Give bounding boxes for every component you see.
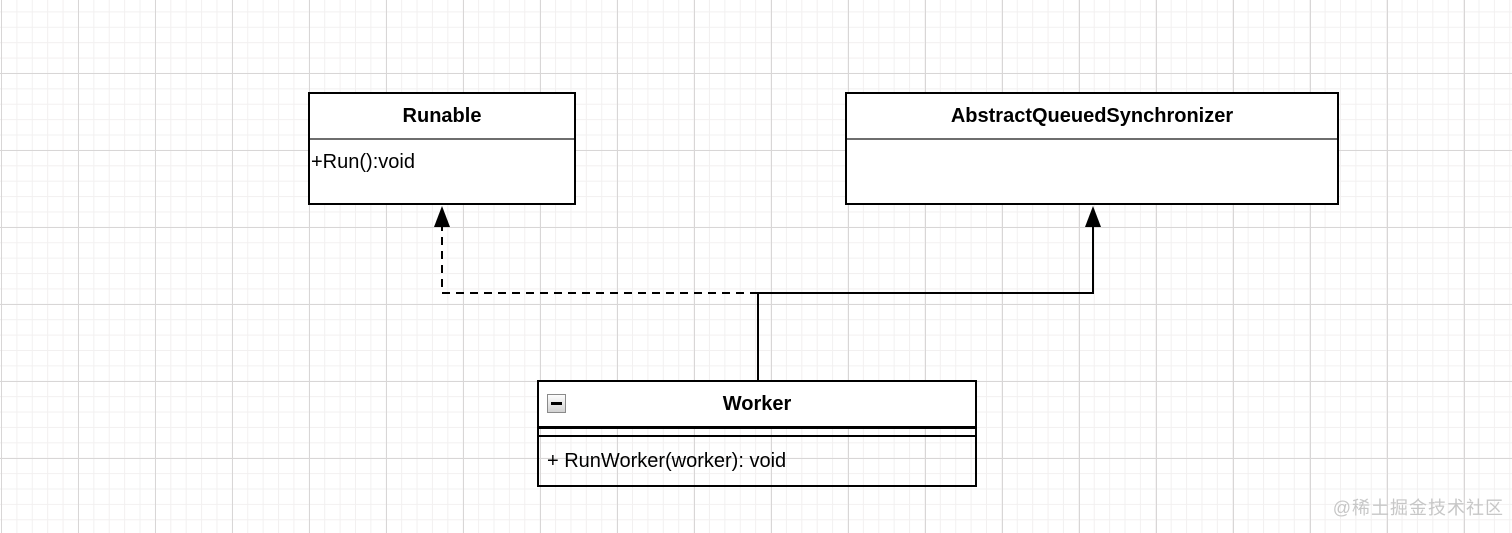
- realization-arrowhead-icon: [434, 206, 450, 227]
- class-title-runable: Runable: [310, 94, 574, 140]
- generalization-arrowhead-icon: [1085, 206, 1101, 227]
- class-box-worker[interactable]: Worker + RunWorker(worker): void: [537, 380, 977, 487]
- class-member-runworker-method: + RunWorker(worker): void: [547, 450, 787, 472]
- realization-edge-line: [441, 220, 758, 294]
- watermark: @稀土掘金技术社区: [1332, 498, 1504, 518]
- generalization-edge-worker-to-aqs[interactable]: [757, 206, 1101, 380]
- class-box-abstract-queued-synchronizer[interactable]: AbstractQueuedSynchronizer: [845, 92, 1339, 205]
- class-member-run-method: +Run():void: [311, 151, 415, 173]
- class-title-worker: Worker: [722, 393, 792, 415]
- collapse-minus-icon[interactable]: [547, 394, 566, 413]
- class-title-abstract-queued-synchronizer: AbstractQueuedSynchronizer: [847, 94, 1337, 140]
- generalization-edge-line: [757, 220, 1094, 380]
- realization-edge-worker-to-runable[interactable]: [434, 206, 758, 294]
- class-box-runable[interactable]: Runable +Run():void: [308, 92, 576, 205]
